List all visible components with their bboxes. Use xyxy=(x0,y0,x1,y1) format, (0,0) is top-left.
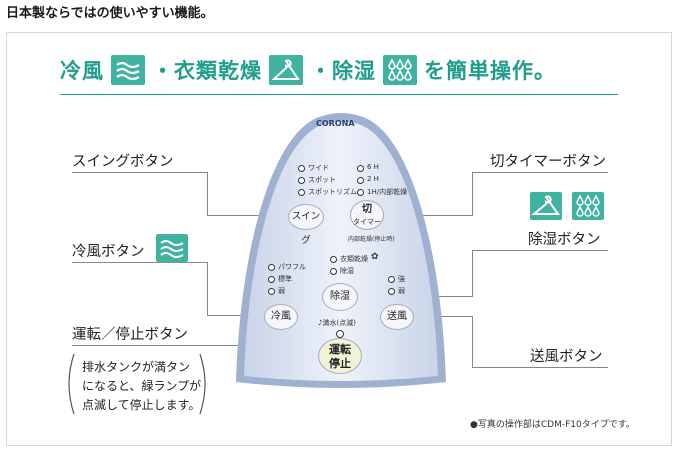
feature-banner: 冷風 ・衣類乾燥 ・除湿 を簡単操作。 xyxy=(60,52,620,88)
leader-line xyxy=(412,316,473,317)
leader-line xyxy=(472,316,473,368)
hanger-icon xyxy=(530,192,562,220)
indicator-lamp xyxy=(268,288,275,295)
cool-button[interactable]: 冷風 xyxy=(264,304,298,330)
timer-option: 1H/内部乾燥 xyxy=(367,188,408,196)
leader-line xyxy=(207,262,208,316)
run-stop-button-label: 運転／停止ボタン xyxy=(72,327,188,343)
note-line: 排水タンクが満タン xyxy=(82,360,191,374)
indicator-lamp xyxy=(298,189,305,196)
timer-sub-label: 内部乾燥(停止時) xyxy=(348,236,395,243)
leader-line xyxy=(207,215,291,216)
fan-option: 弱 xyxy=(398,287,405,295)
leader-line xyxy=(472,172,608,173)
droplets-icon xyxy=(572,192,604,220)
model-footnote: ●写真の操作部はCDM-F10タイプです。 xyxy=(470,420,635,430)
brand-logo: CORONA xyxy=(316,119,355,128)
leader-line xyxy=(72,345,320,346)
leader-line xyxy=(207,172,208,216)
leader-line xyxy=(72,172,208,173)
indicator-lamp xyxy=(268,276,275,283)
leader-line xyxy=(472,250,473,297)
timer-option: 2 H xyxy=(367,175,379,183)
fan-button-label: 送風ボタン xyxy=(530,349,603,365)
page-heading: 日本製ならではの使いやすい機能。 xyxy=(6,6,214,21)
note-line: 点滅して停止します。 xyxy=(82,398,201,412)
indicator-lamp xyxy=(298,177,305,184)
indicator-lamp xyxy=(298,165,305,172)
run-stop-button[interactable]: 運転 停止 xyxy=(318,338,362,374)
mode-option: 除湿 xyxy=(340,267,354,275)
note-bracket xyxy=(68,353,206,415)
clothes-icon: ✿ xyxy=(371,252,379,262)
indicator-lamp xyxy=(330,268,337,275)
indicator-lamp xyxy=(330,256,337,263)
leader-line xyxy=(472,172,473,216)
swing-button-label: スイングボタン xyxy=(72,154,174,170)
hanger-icon xyxy=(269,55,303,85)
cool-option: 標準 xyxy=(278,275,292,283)
off-timer-button[interactable]: 切 タイマー xyxy=(350,200,384,230)
droplets-icon xyxy=(383,55,417,85)
fan-option: 強 xyxy=(398,275,405,283)
tank-full-label: ♪満水(点滅) xyxy=(318,319,356,327)
fan-button[interactable]: 送風 xyxy=(380,304,414,330)
cool-option: 弱 xyxy=(278,287,285,295)
indicator-lamp xyxy=(357,165,364,172)
wind-icon xyxy=(111,55,145,85)
run-stop-label-stop: 停止 xyxy=(329,357,351,370)
swing-option: スポット xyxy=(308,176,336,184)
tank-full-lamp xyxy=(336,330,344,338)
timer-button-sublabel: タイマー xyxy=(353,218,381,226)
indicator-lamp xyxy=(357,177,364,184)
timer-option: 6 H xyxy=(367,163,379,171)
leader-line xyxy=(207,315,267,316)
swing-button[interactable]: スイング xyxy=(288,204,324,246)
swing-option: スポットリズム xyxy=(308,188,357,196)
cool-button-label: 冷風ボタン xyxy=(72,244,145,260)
leader-line xyxy=(72,262,208,263)
indicator-lamp xyxy=(357,189,364,196)
swing-option: ワイド xyxy=(308,164,329,172)
leader-line xyxy=(472,250,608,251)
indicator-lamp xyxy=(388,288,395,295)
banner-dry-text: ・衣類乾燥 xyxy=(152,59,262,83)
timer-button-label: 切 xyxy=(362,204,372,215)
leader-line xyxy=(472,367,608,368)
banner-rule xyxy=(60,94,618,95)
indicator-lamp xyxy=(388,276,395,283)
leader-line xyxy=(384,215,473,216)
run-stop-label-run: 運転 xyxy=(329,343,351,356)
off-timer-button-label: 切タイマーボタン xyxy=(490,154,606,170)
dehumid-button-label: 除湿ボタン xyxy=(528,232,601,248)
indicator-lamp xyxy=(268,264,275,271)
banner-tail-text: を簡単操作。 xyxy=(424,59,556,83)
banner-dehumid-text: ・除湿 xyxy=(310,59,376,83)
mode-option: 衣類乾燥 xyxy=(340,255,368,263)
cool-option: パワフル xyxy=(278,263,306,271)
dehumid-button[interactable]: 除湿 xyxy=(322,283,358,311)
wind-icon xyxy=(156,234,188,262)
banner-cool-text: 冷風 xyxy=(60,59,104,83)
note-line: になると、緑ランプが xyxy=(82,379,202,393)
tank-full-note: 排水タンクが満タン になると、緑ランプが 点滅して停止します。 xyxy=(82,358,201,415)
